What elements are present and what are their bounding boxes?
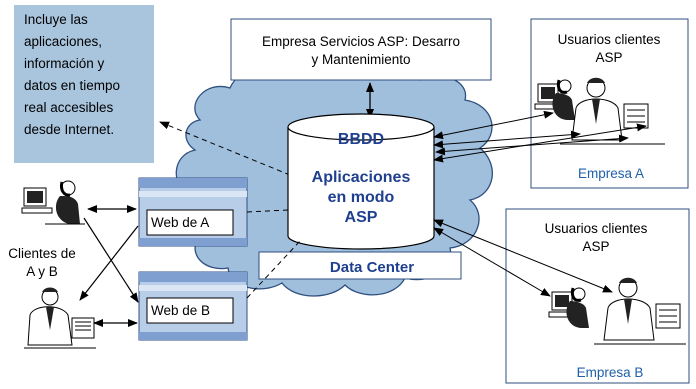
note-line: real accesibles — [24, 100, 114, 115]
asp-company-box: Empresa Servicios ASP: Desarro y Manteni… — [230, 18, 492, 81]
web-b-window: Web de B — [138, 271, 248, 341]
company-b-man-computer-icon — [594, 277, 686, 345]
clients-label: Clientes de — [8, 246, 76, 261]
note-box: Incluye las aplicaciones, información y … — [14, 5, 154, 163]
asp-company-line: y Mantenimiento — [311, 52, 410, 67]
web-a-label: Web de A — [151, 215, 209, 230]
client-man-computer-icon — [24, 287, 96, 349]
cylinder-line: Aplicaciones — [312, 169, 411, 186]
cylinder-line: ASP — [345, 209, 378, 226]
web-b-label: Web de B — [151, 303, 210, 318]
dashed-link-web-a — [246, 209, 289, 213]
group-b-header: Usuarios clientes — [545, 221, 648, 236]
arrow-cyl-b-2 — [433, 219, 613, 293]
cylinder-line: en modo — [328, 189, 395, 206]
cylinder-title: BBDD — [338, 131, 384, 148]
company-b-box: Usuarios clientes ASP Empresa B — [505, 208, 690, 384]
data-center-label: Data Center — [330, 259, 414, 276]
company-b-label: Empresa B — [577, 365, 644, 380]
client-computer-user-icon — [21, 180, 85, 225]
note-line: aplicaciones, — [24, 34, 102, 49]
company-a-woman-computer-icon — [534, 79, 575, 120]
note-line: desde Internet. — [24, 122, 114, 137]
company-b-woman-computer-icon — [548, 287, 589, 328]
arrow-cross-2 — [79, 225, 139, 301]
dashed-link-web-b — [246, 240, 301, 299]
data-center-bar: Data Center — [258, 251, 462, 280]
asp-company-line: Empresa Servicios ASP: Desarro — [262, 34, 460, 49]
group-a-header: Usuarios clientes — [558, 32, 661, 47]
note-line: datos en tiempo — [24, 78, 120, 93]
database-cylinder: BBDD Aplicaciones en modo ASP — [287, 113, 435, 250]
arrow-cyl-a-4 — [433, 123, 647, 163]
group-a-header: ASP — [595, 50, 622, 65]
group-b-header: ASP — [582, 239, 609, 254]
web-a-window: Web de A — [138, 177, 248, 247]
clients-label: A y B — [26, 264, 58, 279]
note-line: Incluye las — [24, 12, 88, 27]
company-a-label: Empresa A — [578, 166, 644, 181]
note-line: información y — [24, 56, 105, 71]
